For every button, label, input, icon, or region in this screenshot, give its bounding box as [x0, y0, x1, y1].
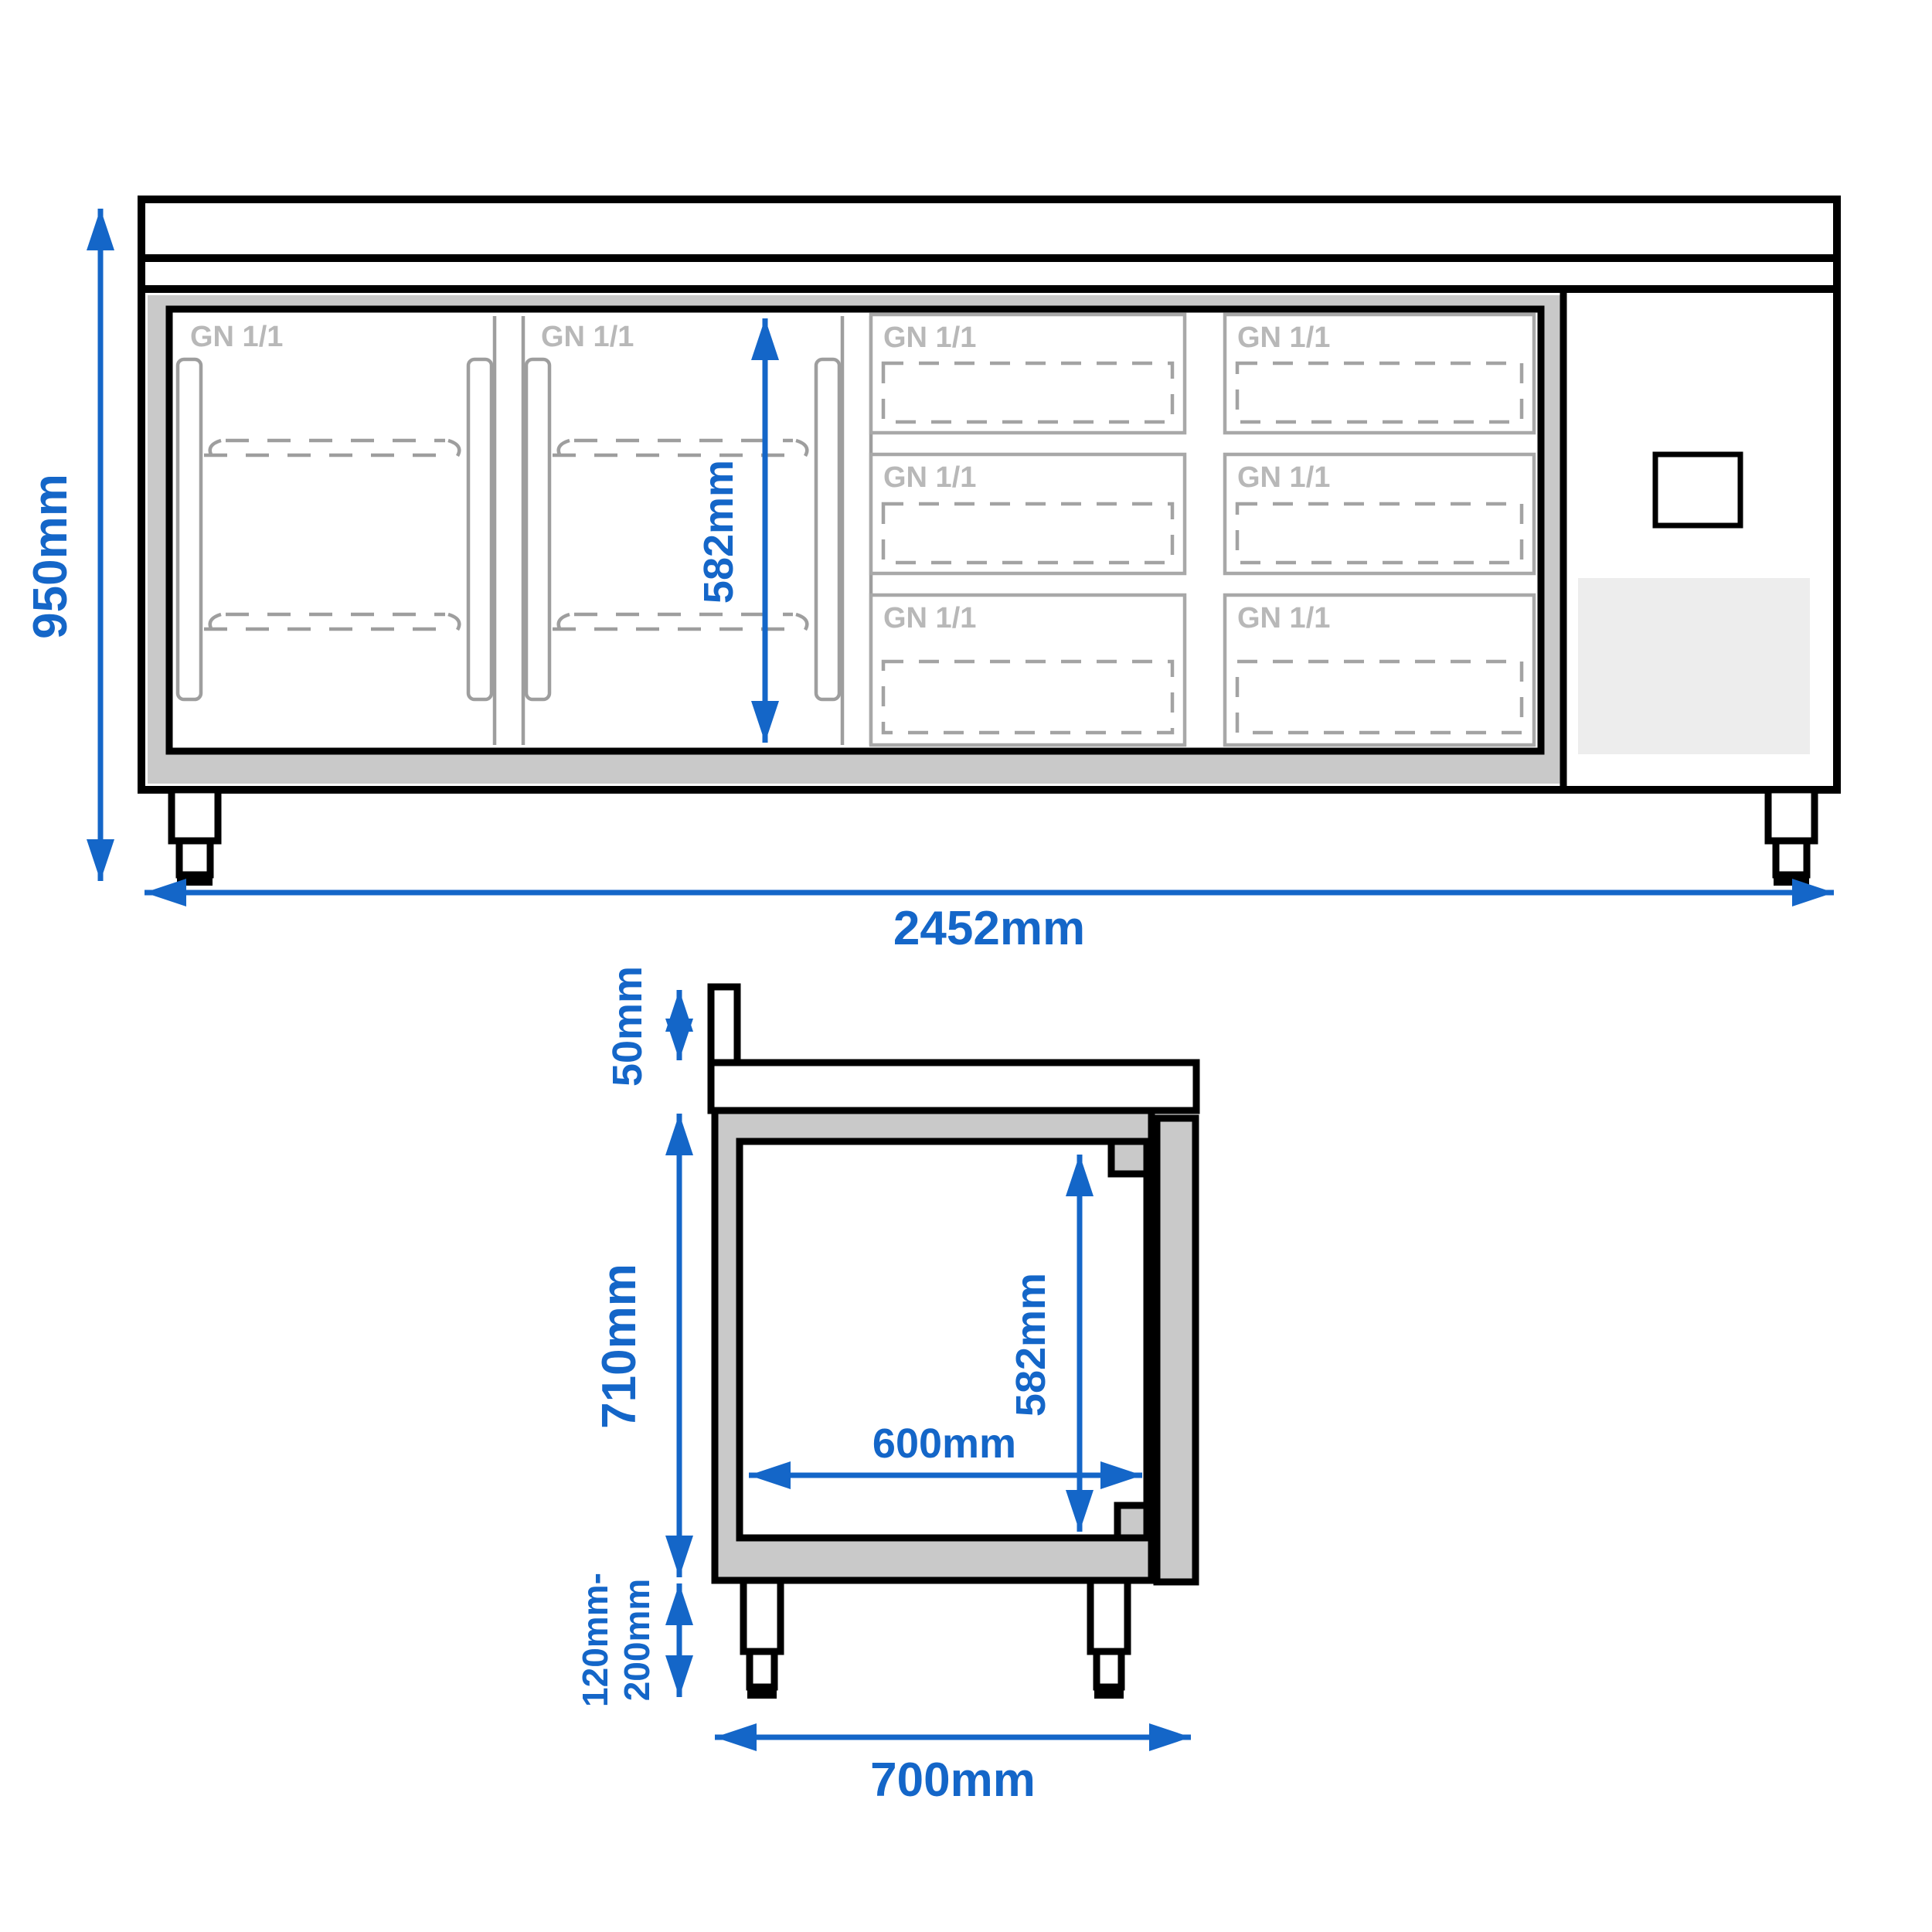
drawer-column-1: GN 1/1 GN 1/1 GN 1/1 [869, 312, 1187, 747]
dim-front-inner-height: 582mm [696, 318, 779, 743]
leg-upper [1087, 1577, 1131, 1655]
shelf-hook [795, 612, 809, 631]
shelf-hook [795, 438, 809, 457]
dim-label-leg-height-line1: 120mm- [575, 1573, 615, 1707]
dim-side-body-height: 710mm [593, 1114, 693, 1577]
side-top-step [1107, 1138, 1151, 1178]
leg-base [177, 872, 213, 886]
front-worktop [138, 196, 1841, 262]
door-2-right-handle [814, 357, 842, 702]
dim-front-height: 950mm [24, 209, 114, 881]
leg-foot [1772, 837, 1811, 879]
motor-control-box [1652, 451, 1743, 529]
door-1: GN 1/1 [175, 321, 494, 702]
side-upstand [707, 983, 741, 1073]
drawer-pan-dashed [1235, 502, 1524, 565]
dim-side-leg-height: 120mm- 200mm [575, 1573, 693, 1707]
leg-foot [746, 1648, 778, 1691]
drawer [869, 593, 1187, 747]
leg-upper [168, 786, 222, 845]
leg-base [747, 1685, 777, 1699]
door-1-left-handle [175, 357, 203, 702]
dim-label-leg-height-line2: 200mm [617, 1579, 657, 1702]
side-legs [740, 1577, 1131, 1699]
side-worktop [707, 1059, 1200, 1114]
drawer [869, 452, 1187, 576]
dim-side-inner-height: 582mm [1008, 1155, 1094, 1532]
dim-label-overall-width: 2452mm [893, 902, 1085, 955]
dim-label-body-height: 710mm [593, 1264, 646, 1429]
dim-label-depth: 700mm [870, 1753, 1036, 1807]
leg-foot [1093, 1648, 1125, 1691]
dim-side-depth: 700mm [715, 1723, 1191, 1807]
side-door [1153, 1114, 1199, 1586]
gn-label: GN 1/1 [883, 321, 976, 354]
drawer-pan-dashed [881, 502, 1175, 565]
motor-vent-panel [1578, 578, 1810, 754]
gn-label: GN 1/1 [1237, 461, 1330, 494]
gn-label: GN 1/1 [1237, 321, 1330, 354]
drawer-pan-dashed [881, 361, 1175, 424]
side-bottom-step [1114, 1502, 1151, 1542]
drawer-column-2: GN 1/1 GN 1/1 GN 1/1 [1223, 312, 1536, 747]
leg-foot [175, 837, 214, 879]
drawer-pan-dashed [1235, 361, 1524, 424]
leg-upper [740, 1577, 784, 1655]
shelf-hook [447, 612, 461, 631]
side-view: 50mm 710mm 120mm- 200mm 600mm 582mm 700m… [575, 966, 1200, 1807]
drawer-pan-dashed [1235, 659, 1524, 735]
drawer-pan-dashed [881, 659, 1175, 735]
dim-label-inner-height-side: 582mm [1008, 1273, 1054, 1417]
dim-side-upstand: 50mm [604, 966, 693, 1087]
dim-label-inner-width: 600mm [872, 1420, 1016, 1467]
gn-label: GN 1/1 [1237, 602, 1330, 634]
drawer [869, 312, 1187, 435]
front-view: GN 1/1 GN 1/1 [24, 196, 1841, 955]
front-worktop-edge [138, 254, 1841, 293]
side-interior [736, 1138, 1151, 1542]
dim-label-inner-height-front: 582mm [696, 460, 742, 604]
gn-label: GN 1/1 [883, 602, 976, 634]
door-1-right-handle [466, 357, 494, 702]
leg-base [1094, 1685, 1124, 1699]
drawer [1223, 312, 1536, 435]
gn-label: GN 1/1 [190, 321, 283, 353]
dim-front-width: 2452mm [145, 879, 1834, 955]
gn-label: GN 1/1 [883, 461, 976, 494]
leg-base [1774, 872, 1809, 886]
shelf-hook [447, 438, 461, 457]
front-legs [168, 786, 1818, 886]
gn-label: GN 1/1 [541, 321, 634, 353]
door-2-left-handle [524, 357, 552, 702]
dim-label-upstand: 50mm [604, 966, 651, 1087]
leg-upper [1764, 786, 1818, 845]
drawer [1223, 593, 1536, 747]
drawer [1223, 452, 1536, 576]
dim-label-overall-height: 950mm [24, 474, 77, 639]
